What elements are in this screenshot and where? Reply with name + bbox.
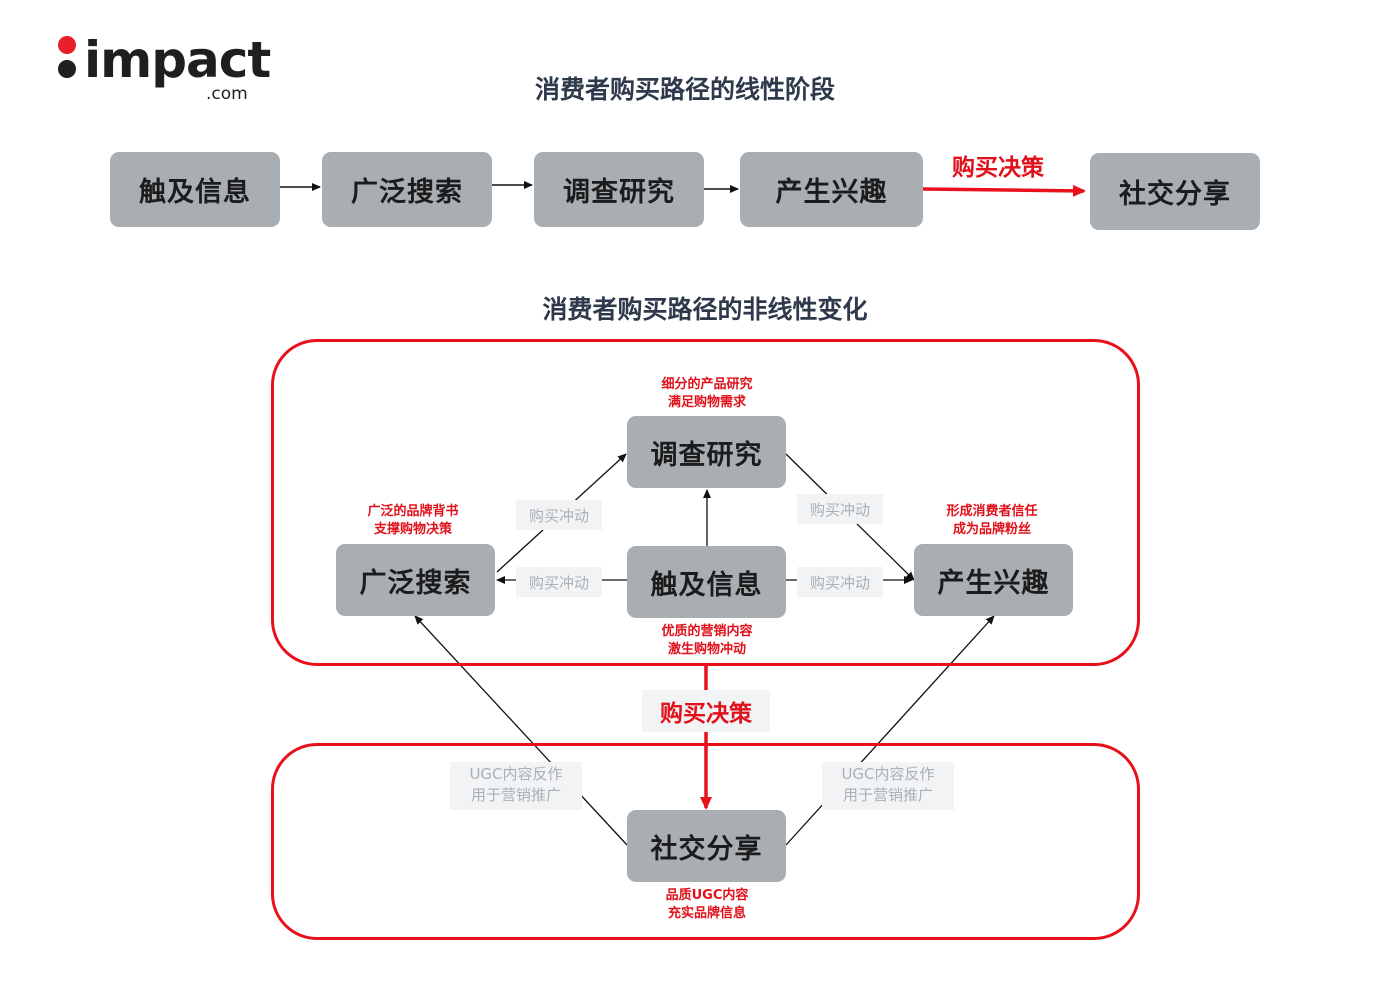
- nonlinear-title: 消费者购买路径的非线性变化: [542, 295, 868, 324]
- linear-step-search: 广泛搜索: [322, 152, 492, 227]
- lower-share-frame: [271, 743, 1140, 940]
- research-note: 细分的产品研究满足购物需求: [661, 377, 753, 410]
- impulse-label-search-research: 购买冲动: [516, 500, 602, 530]
- arrow-decision-linear: [922, 184, 1086, 197]
- logo-suffix: .com: [206, 84, 248, 104]
- impulse-label-touch-search: 购买冲动: [516, 567, 602, 597]
- linear-decision-label: 购买决策: [952, 155, 1044, 181]
- share-note: 品质UGC内容充实品牌信息: [665, 888, 749, 921]
- nl-touch: 触及信息: [627, 546, 786, 618]
- logo-dot-red: [58, 36, 76, 54]
- search-note: 广泛的品牌背书支撑购物决策: [367, 504, 459, 537]
- nl-decision-label: 购买决策: [642, 690, 770, 732]
- nl-share: 社交分享: [627, 810, 786, 882]
- arrow-share-search: [414, 615, 628, 846]
- logo-word: impact: [84, 31, 271, 89]
- ugc-label-right: UGC内容反作用于营销推广: [822, 762, 954, 810]
- upper-funnel-frame: [271, 339, 1140, 666]
- impulse-label-touch-interest: 购买冲动: [797, 567, 883, 597]
- touch-note: 优质的营销内容激生购物冲动: [661, 624, 753, 657]
- arrow-share-interest: [785, 615, 995, 846]
- linear-step-research: 调查研究: [534, 152, 704, 227]
- impact-logo: impact .com: [56, 31, 271, 108]
- linear-step-share: 社交分享: [1090, 153, 1260, 230]
- linear-step-touch: 触及信息: [110, 152, 280, 227]
- linear-step-interest: 产生兴趣: [740, 152, 923, 227]
- nl-research: 调查研究: [627, 416, 786, 488]
- nl-interest: 产生兴趣: [914, 544, 1073, 616]
- linear-title: 消费者购买路径的线性阶段: [534, 75, 835, 104]
- impulse-label-research-interest: 购买冲动: [797, 494, 883, 524]
- ugc-label-left: UGC内容反作用于营销推广: [450, 762, 582, 810]
- logo-dot-dark: [58, 60, 76, 78]
- nl-search: 广泛搜索: [336, 544, 495, 616]
- interest-note: 形成消费者信任成为品牌粉丝: [946, 504, 1038, 537]
